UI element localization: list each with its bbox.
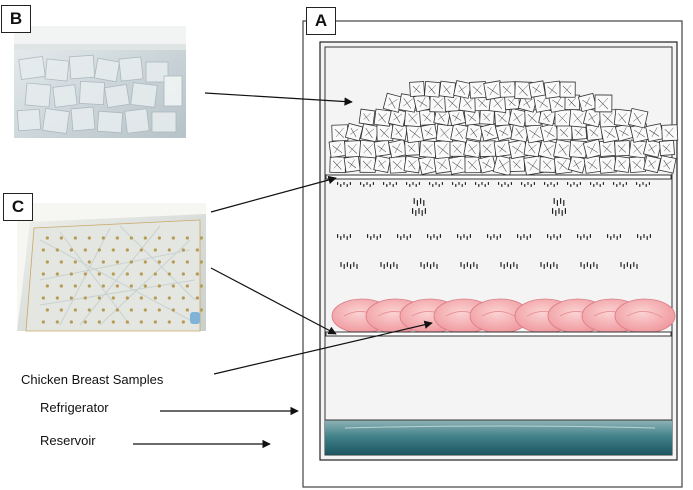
ice-cube <box>328 139 347 158</box>
ice-cube <box>645 123 665 143</box>
ice-cube <box>404 140 420 156</box>
ice-cube <box>494 122 514 142</box>
ice-cube <box>344 122 364 142</box>
photo-perforated-tray <box>17 203 206 332</box>
ice-cube <box>382 92 403 113</box>
caption-chicken-samples: Chicken Breast Samples <box>21 372 164 387</box>
ice-cube <box>514 81 533 100</box>
ice-cube <box>509 156 525 172</box>
ice-cube <box>508 108 528 128</box>
ice-cube <box>614 140 631 157</box>
ice-tray-shelf <box>325 174 672 180</box>
ice-cube <box>343 155 361 173</box>
ice-cube <box>360 123 380 143</box>
ice-cube <box>594 94 613 113</box>
ice-cube <box>438 80 457 99</box>
ice-cube <box>373 155 391 173</box>
ice-cube <box>523 139 542 158</box>
ice-cube <box>613 155 631 173</box>
ice-cube <box>453 80 472 99</box>
arrow-chicken-samples <box>213 320 433 375</box>
ice-cube <box>599 140 616 157</box>
ice-cube <box>528 80 546 98</box>
ice-cube <box>479 122 499 142</box>
ice-cube <box>389 156 407 174</box>
ice-cube <box>388 139 408 159</box>
ice-pile <box>328 80 679 177</box>
chicken-breast <box>469 298 531 334</box>
ice-cube <box>479 109 495 125</box>
arrow-tray-photo-lower <box>210 267 337 335</box>
ice-cube <box>373 139 391 157</box>
ice-cube <box>359 156 376 173</box>
arrow-tray-photo-upper <box>210 175 337 213</box>
chicken-tray-shelf <box>325 331 672 337</box>
ice-cube <box>478 155 497 174</box>
reservoir-ripple <box>344 425 656 429</box>
ice-cube <box>398 93 418 113</box>
chicken-breast <box>614 298 676 334</box>
ice-cube <box>659 140 675 156</box>
ice-cube <box>448 155 468 175</box>
arrow-ice-photo <box>204 92 353 106</box>
ice-cube <box>629 156 647 174</box>
caption-refrigerator: Refrigerator <box>40 400 109 415</box>
ice-cube <box>331 124 349 142</box>
ice-cube <box>403 155 422 174</box>
ice-cube <box>435 123 455 143</box>
label-a: A <box>306 7 336 35</box>
ice-cube <box>373 108 392 127</box>
ice-cube <box>449 140 466 157</box>
ice-cube <box>508 139 529 160</box>
ice-cube <box>577 92 598 113</box>
label-c: C <box>3 193 33 221</box>
ice-cube <box>329 156 347 174</box>
ice-cube <box>418 139 438 159</box>
ice-cube <box>433 108 451 126</box>
ice-cube <box>556 124 573 141</box>
ice-cube <box>643 155 662 174</box>
ice-cube <box>423 80 441 98</box>
ice-cube <box>344 140 362 158</box>
ice-cube <box>390 123 408 141</box>
ice-cube <box>409 81 425 97</box>
ice-cube <box>479 140 497 158</box>
ice-cube <box>554 109 572 127</box>
ice-cube <box>627 107 649 129</box>
ice-cube <box>465 123 484 142</box>
ice-cube <box>553 139 574 160</box>
ice-cube <box>543 80 562 99</box>
ice-cube <box>582 107 603 128</box>
ice-cube <box>661 124 679 142</box>
ice-cube <box>553 155 573 175</box>
meltwater-drips <box>337 182 651 269</box>
ice-cube <box>583 155 602 174</box>
ice-cube <box>376 124 394 142</box>
ice-cube <box>358 108 376 126</box>
photo-ice-cubes <box>14 26 186 138</box>
caption-reservoir: Reservoir <box>40 433 96 448</box>
ice-cube <box>559 81 576 98</box>
reservoir-water <box>325 420 672 455</box>
ice-cube <box>567 154 587 174</box>
ice-cube <box>658 155 677 174</box>
ice-cube <box>420 123 438 141</box>
chicken-samples <box>331 298 676 334</box>
ice-cube <box>642 138 662 158</box>
label-b: B <box>1 5 31 33</box>
ice-cube <box>499 81 516 98</box>
ice-cube <box>598 155 617 174</box>
